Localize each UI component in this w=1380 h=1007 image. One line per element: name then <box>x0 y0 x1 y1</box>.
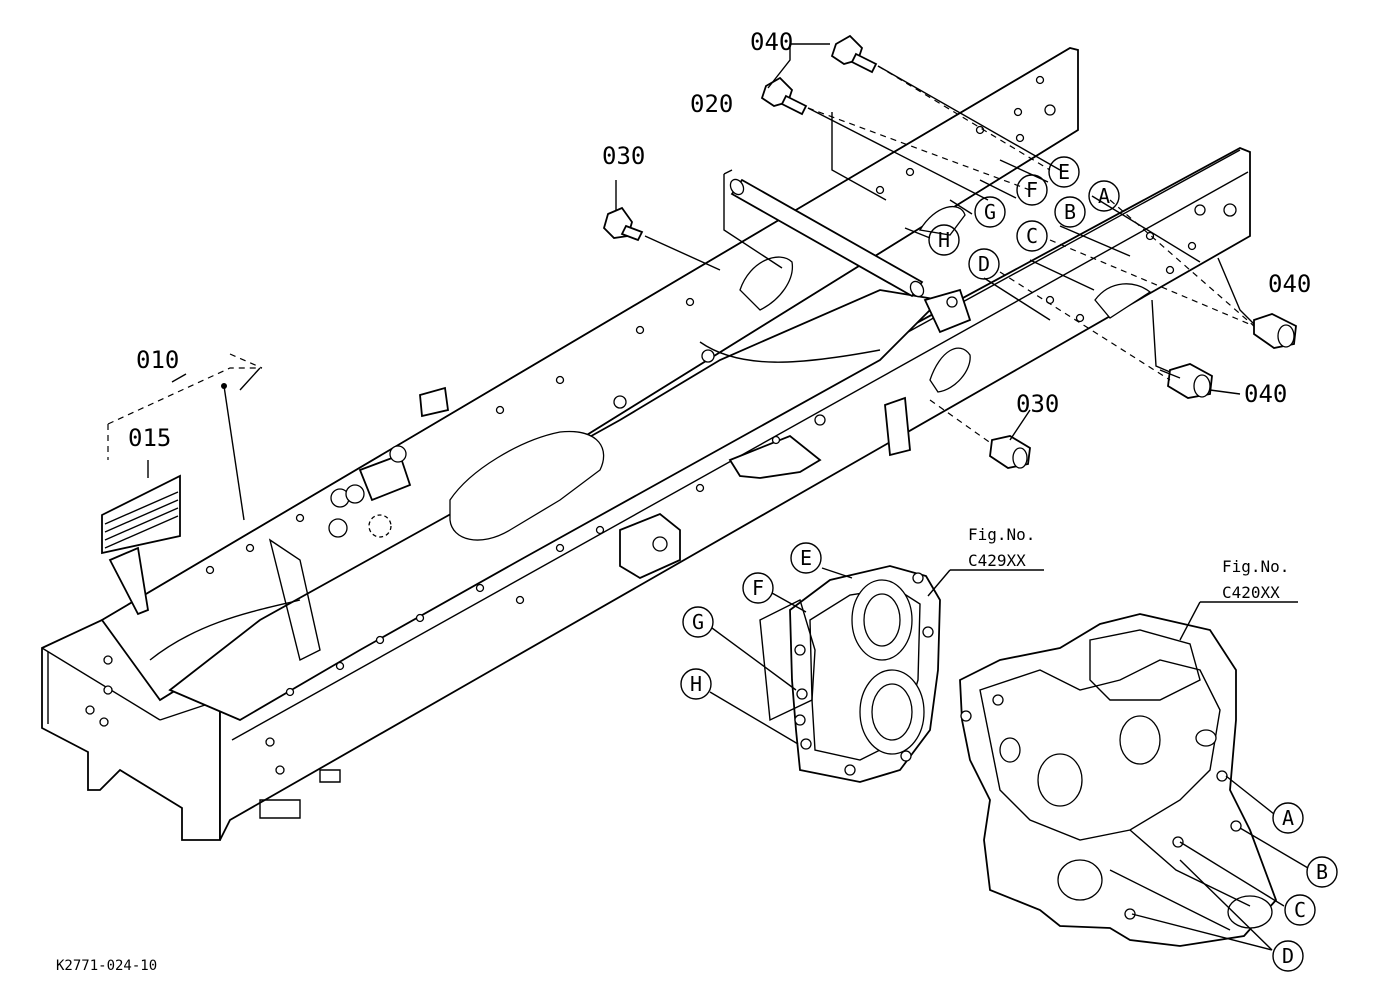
svg-text:E: E <box>1058 160 1070 184</box>
label-010: 010 <box>136 346 179 374</box>
ref-circle-mid-g: G <box>682 606 714 638</box>
ref-circle-upper-f: F <box>1016 174 1048 206</box>
label-030-left: 030 <box>602 142 645 170</box>
svg-text:C: C <box>1294 898 1306 922</box>
frame-center-cutout <box>449 430 605 541</box>
svg-text:G: G <box>984 200 996 224</box>
fig-ref-1-label: Fig.No. <box>968 525 1035 544</box>
svg-text:G: G <box>692 610 704 634</box>
svg-text:A: A <box>1098 184 1110 208</box>
pipe-020 <box>729 178 925 298</box>
bracket-mid <box>619 512 681 580</box>
ref-circle-right-b: B <box>1306 856 1338 888</box>
fig-ref-2-label: Fig.No. <box>1222 557 1289 576</box>
bolt-040-right <box>1253 313 1297 349</box>
svg-text:E: E <box>800 546 812 570</box>
bracket-front-left <box>108 546 150 616</box>
label-040-lower: 040 <box>1244 380 1287 408</box>
bracket-step <box>884 396 911 457</box>
label-030-lower: 030 <box>1016 390 1059 418</box>
bracket-010 <box>107 367 262 460</box>
ref-circle-upper-b: B <box>1054 196 1086 228</box>
ref-circle-mid-h: H <box>680 668 712 700</box>
sticker-015 <box>101 474 181 555</box>
bolt-040-top-1 <box>830 34 878 74</box>
label-040-right: 040 <box>1268 270 1311 298</box>
svg-text:B: B <box>1316 860 1328 884</box>
ref-circle-right-c: C <box>1284 894 1316 926</box>
ref-circle-upper-g: G <box>974 196 1006 228</box>
label-020: 020 <box>690 90 733 118</box>
bracket-right-rail <box>728 434 822 479</box>
ref-circle-mid-e: E <box>790 542 822 574</box>
svg-text:C: C <box>1026 224 1038 248</box>
ref-circle-upper-h: H <box>928 224 960 256</box>
ref-circle-upper-c: C <box>1016 220 1048 252</box>
bolt-030-lower <box>989 435 1031 469</box>
bolt-040-lower <box>1167 363 1213 399</box>
svg-text:B: B <box>1064 200 1076 224</box>
housing-c420xx <box>959 613 1278 947</box>
bolt-030-left <box>602 206 644 242</box>
label-040-top: 040 <box>750 28 793 56</box>
ref-circle-upper-e: E <box>1048 156 1080 188</box>
svg-text:A: A <box>1282 806 1294 830</box>
svg-text:F: F <box>752 576 764 600</box>
main-frame <box>41 47 1251 841</box>
housing-c429xx <box>759 565 941 783</box>
ref-circle-right-a: A <box>1272 802 1304 834</box>
label-015: 015 <box>128 424 171 452</box>
bolt-040-top-2 <box>760 76 808 116</box>
drawing-code: K2771-024-10 <box>56 958 157 974</box>
svg-text:F: F <box>1026 178 1038 202</box>
ref-circle-upper-a: A <box>1088 180 1120 212</box>
fig-ref-2-code: C420XX <box>1222 583 1280 602</box>
svg-text:H: H <box>690 672 702 696</box>
svg-text:H: H <box>938 228 950 252</box>
frame-right-rail <box>219 147 1251 841</box>
ref-circle-right-d: D <box>1272 940 1304 972</box>
ref-circle-upper-d: D <box>968 248 1000 280</box>
svg-text:D: D <box>1282 944 1294 968</box>
ref-circle-mid-f: F <box>742 572 774 604</box>
fig-ref-1-code: C429XX <box>968 551 1026 570</box>
svg-text:D: D <box>978 252 990 276</box>
